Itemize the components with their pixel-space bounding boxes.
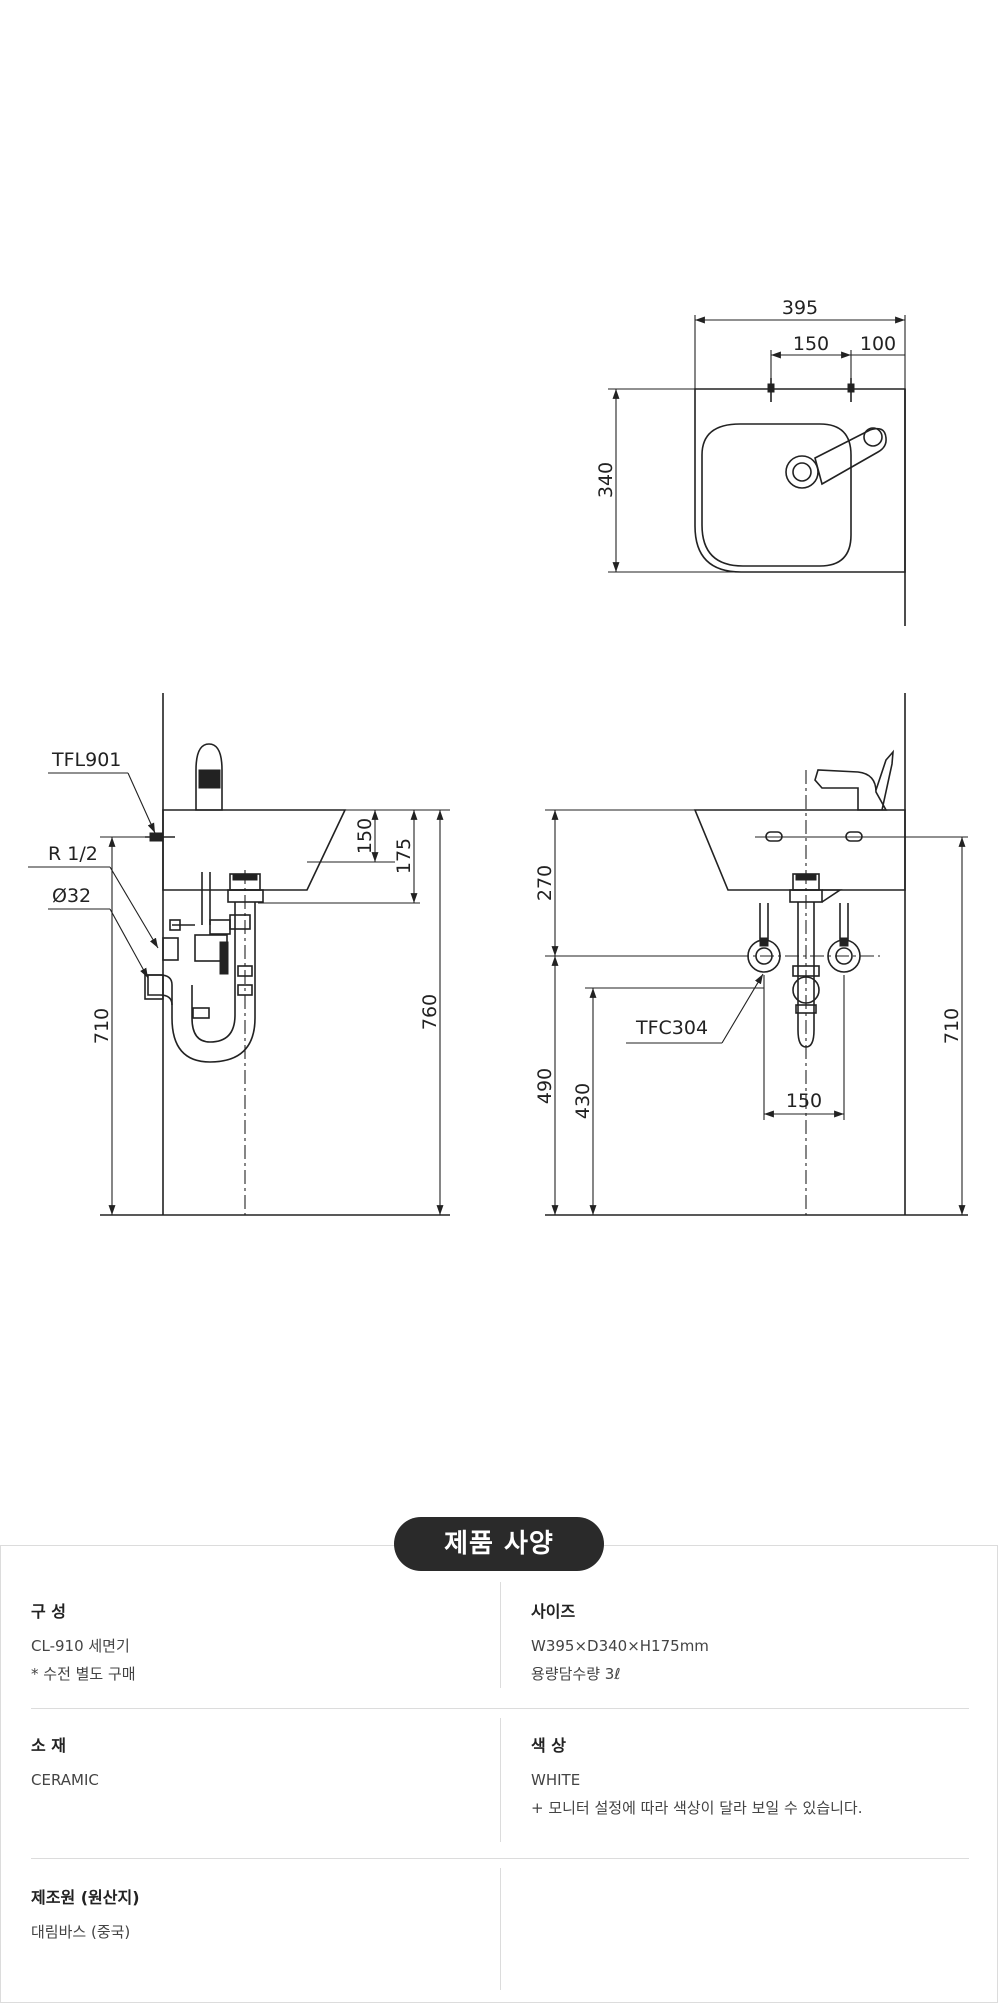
front-view-faucet-icon	[814, 769, 888, 811]
tfl901-fitting-icon	[149, 832, 163, 842]
label-r-half: R 1/2	[48, 843, 98, 865]
spec-value: + 모니터 설정에 따라 색상이 달라 보일 수 있습니다.	[531, 1799, 863, 1817]
technical-drawing: 395 150 100 340	[28, 297, 968, 1216]
top-view: 395 150 100 340	[595, 297, 906, 626]
spec-label: 제조원 (원산지)	[31, 1888, 140, 1907]
label-tfl901: TFL901	[51, 749, 121, 771]
spec-table: 구 성 CL-910 세면기 * 수전 별도 구매 사이즈 W395×D340×…	[0, 1545, 998, 2003]
spec-value: WHITE	[531, 1771, 581, 1789]
spec-cell-material: 소 재 CERAMIC	[31, 1732, 471, 1794]
dim-490: 490	[534, 1068, 556, 1104]
dim-175-side: 175	[393, 838, 415, 874]
spec-label: 구 성	[31, 1602, 67, 1621]
side-view-trap	[191, 902, 236, 1043]
dim-270: 270	[534, 865, 556, 901]
front-view-basin	[693, 809, 906, 891]
spec-label: 소 재	[31, 1736, 67, 1755]
spec-value: 대림바스 (중국)	[31, 1923, 131, 1941]
spec-value: * 수전 별도 구매	[31, 1665, 136, 1683]
spec-value: CERAMIC	[31, 1771, 99, 1789]
front-view: 270 490 430 150 710 TFC304	[534, 693, 968, 1216]
dim-430: 430	[572, 1083, 594, 1119]
spec-label: 사이즈	[531, 1602, 576, 1621]
dim-hole-spacing: 150	[793, 333, 829, 355]
side-view-faucet-icon	[195, 743, 223, 811]
dim-710-side: 710	[91, 1008, 113, 1044]
spec-cell-composition: 구 성 CL-910 세면기 * 수전 별도 구매	[31, 1598, 471, 1688]
dim-150-front: 150	[786, 1090, 822, 1112]
spec-label: 색 상	[531, 1736, 567, 1755]
dim-edge-offset: 100	[860, 333, 896, 355]
spec-value: 용량담수량 3ℓ	[531, 1665, 621, 1683]
top-view-bowl	[701, 423, 852, 567]
spec-value: W395×D340×H175mm	[531, 1637, 709, 1655]
side-view: 150 175 760 710 TFL901 R 1/2 Ø32	[28, 693, 450, 1216]
spec-cell-color: 색 상 WHITE + 모니터 설정에 따라 색상이 달라 보일 수 있습니다.	[531, 1732, 971, 1822]
dim-width: 395	[782, 297, 818, 319]
spec-cell-manufacturer: 제조원 (원산지) 대림바스 (중국)	[31, 1884, 471, 1946]
dim-150-side: 150	[354, 818, 376, 854]
label-drain-32: Ø32	[52, 885, 91, 907]
spec-value: CL-910 세면기	[31, 1637, 130, 1655]
spec-cell-size: 사이즈 W395×D340×H175mm 용량담수량 3ℓ	[531, 1598, 971, 1688]
dim-760: 760	[419, 994, 441, 1030]
label-tfc304: TFC304	[635, 1017, 708, 1039]
top-view-drain-icon	[785, 455, 819, 489]
spec-title: 제품 사양	[394, 1517, 604, 1571]
dim-depth: 340	[595, 462, 617, 498]
top-view-basin-outline	[694, 388, 906, 573]
dim-710-front: 710	[941, 1008, 963, 1044]
